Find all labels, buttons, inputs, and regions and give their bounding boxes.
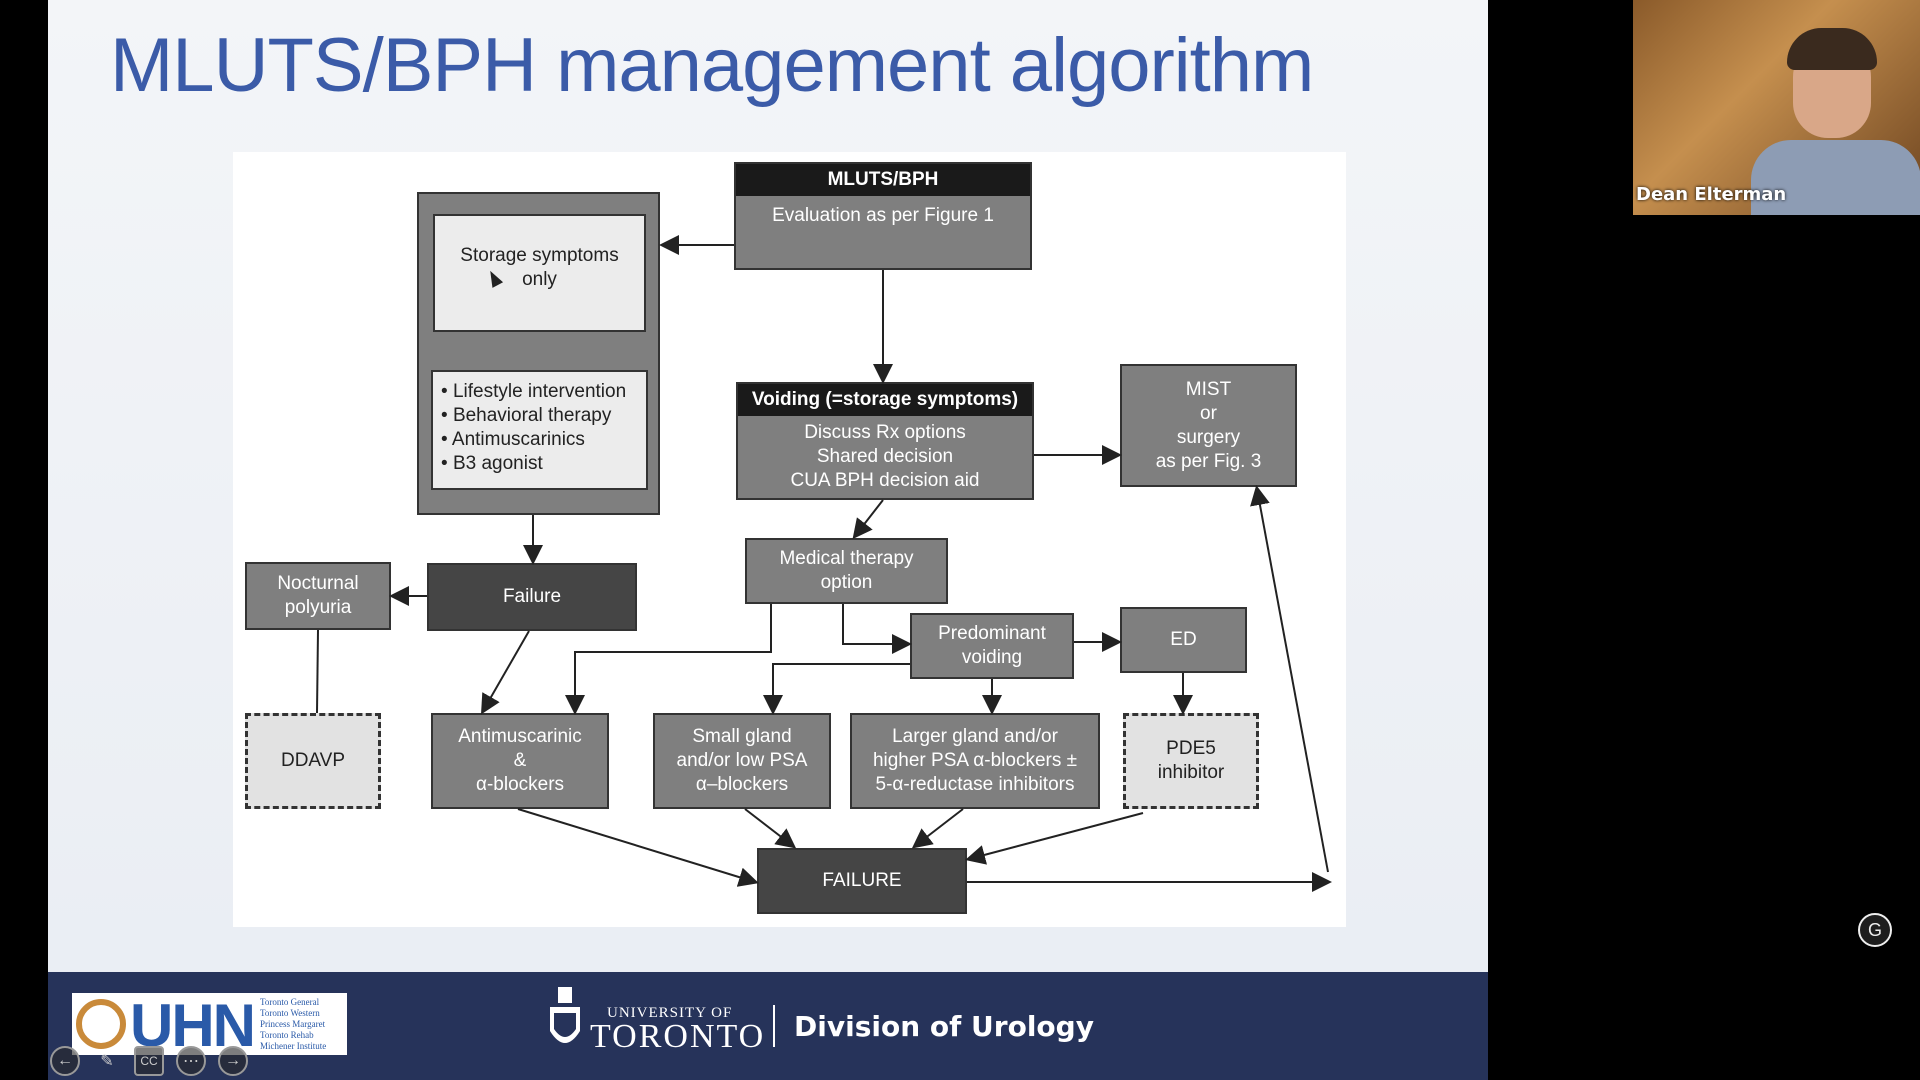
uoft-toronto: TORONTO (590, 1018, 766, 1055)
participant-video-tile[interactable]: Dean Elterman (1633, 0, 1920, 215)
uoft-crest-icon (550, 987, 580, 1043)
antimuscarinic-line: & (513, 750, 527, 771)
mluts-body: Evaluation as per Figure 1 (772, 205, 994, 226)
algorithm-diagram: Storage symptoms only Lifestyle interven… (233, 152, 1346, 927)
predominant-line: Predominant (938, 623, 1046, 644)
voiding-line: Shared decision (816, 446, 954, 467)
participant-name: Dean Elterman (1636, 184, 1787, 205)
small-gland-line: Small gland (692, 726, 792, 747)
storage-symptoms-box: Storage symptoms only (433, 214, 646, 332)
larger-gland-line: higher PSA α-blockers ± (872, 750, 1078, 771)
small-gland-node: Small gland and/or low PSA α–blockers (653, 713, 831, 809)
hospital-name: Michener Institute (260, 1041, 327, 1051)
medical-therapy-line: Medical therapy (779, 548, 914, 569)
footer-divider (773, 1005, 775, 1047)
mist-line: MIST (1185, 378, 1232, 400)
nocturnal-line: polyuria (284, 597, 352, 618)
medical-therapy-node: Medical therapy option (745, 538, 948, 604)
mist-node: MIST or surgery as per Fig. 3 (1120, 364, 1297, 487)
list-item: Antimuscarinics (441, 428, 638, 452)
next-slide-button[interactable]: → (218, 1046, 248, 1076)
pde5-node: PDE5 inhibitor (1123, 713, 1259, 809)
mist-line: as per Fig. 3 (1155, 450, 1262, 472)
g-extension-button[interactable]: G (1858, 913, 1892, 947)
medical-therapy-line: option (820, 572, 873, 593)
voiding-header: Voiding (=storage symptoms) (738, 384, 1032, 416)
participant-hair (1787, 28, 1877, 70)
uhn-emblem-icon (76, 999, 126, 1049)
diagram-arrows (316, 235, 1332, 892)
mluts-node: MLUTS/BPH Evaluation as per Figure 1 (734, 162, 1032, 270)
antimuscarinic-line: Antimuscarinic (458, 726, 582, 747)
presentation-slide: MLUTS/BPH management algorithm Storage s… (48, 0, 1488, 1080)
uhn-hospitals: Toronto General Toronto Western Princess… (260, 997, 326, 1052)
storage-group: Storage symptoms only Lifestyle interven… (417, 192, 660, 515)
hospital-name: Princess Margaret (260, 1019, 326, 1029)
nocturnal-polyuria-node: Nocturnal polyuria (245, 562, 391, 630)
larger-gland-node: Larger gland and/or higher PSA α-blocker… (850, 713, 1100, 809)
nocturnal-line: Nocturnal (277, 573, 359, 594)
larger-gland-line: Larger gland and/or (892, 726, 1058, 747)
list-item: Lifestyle intervention (441, 380, 638, 404)
hospital-name: Toronto General (260, 997, 320, 1007)
previous-slide-button[interactable]: ← (50, 1046, 80, 1076)
failure-final-node: FAILURE (757, 848, 967, 914)
hospital-name: Toronto Rehab (260, 1030, 314, 1040)
pen-tool-button[interactable]: ✎ (100, 1053, 114, 1070)
larger-gland-line: 5-α-reductase inhibitors (875, 774, 1075, 795)
voiding-node: Voiding (=storage symptoms) Discuss Rx o… (736, 382, 1034, 500)
storage-options-list: Lifestyle intervention Behavioral therap… (433, 372, 646, 484)
voiding-line: Discuss Rx options (804, 422, 966, 443)
small-gland-line: α–blockers (695, 774, 789, 795)
uhn-logo: UHN Toronto General Toronto Western Prin… (72, 992, 347, 1059)
hospital-name: Toronto Western (260, 1008, 320, 1018)
pde5-line: PDE5 (1166, 738, 1216, 759)
antimuscarinic-line: α-blockers (475, 774, 565, 795)
storage-options-box: Lifestyle intervention Behavioral therap… (431, 370, 648, 490)
mist-line: surgery (1176, 426, 1241, 448)
predominant-line: voiding (961, 647, 1023, 668)
ddavp-node: DDAVP (245, 713, 381, 809)
list-item: Behavioral therapy (441, 404, 638, 428)
uoft-university-of: UNIVERSITY OF (607, 1005, 733, 1021)
voiding-line: CUA BPH decision aid (790, 470, 980, 491)
list-item: B3 agonist (441, 452, 638, 476)
division-of-urology: Division of Urology (794, 1010, 1094, 1043)
slide-title: MLUTS/BPH management algorithm (110, 23, 1314, 108)
mist-line: or (1200, 402, 1217, 424)
captions-button[interactable]: CC (134, 1046, 164, 1076)
small-gland-line: and/or low PSA (676, 750, 808, 771)
more-options-button[interactable]: ⋯ (176, 1046, 206, 1076)
voiding-body: Discuss Rx options Shared decision CUA B… (784, 416, 985, 498)
antimuscarinic-node: Antimuscarinic & α-blockers (431, 713, 609, 809)
mluts-header: MLUTS/BPH (736, 164, 1030, 196)
storage-symptoms-text: Storage symptoms only (460, 245, 619, 290)
participant-body (1751, 140, 1920, 215)
pde5-line: inhibitor (1157, 762, 1225, 783)
